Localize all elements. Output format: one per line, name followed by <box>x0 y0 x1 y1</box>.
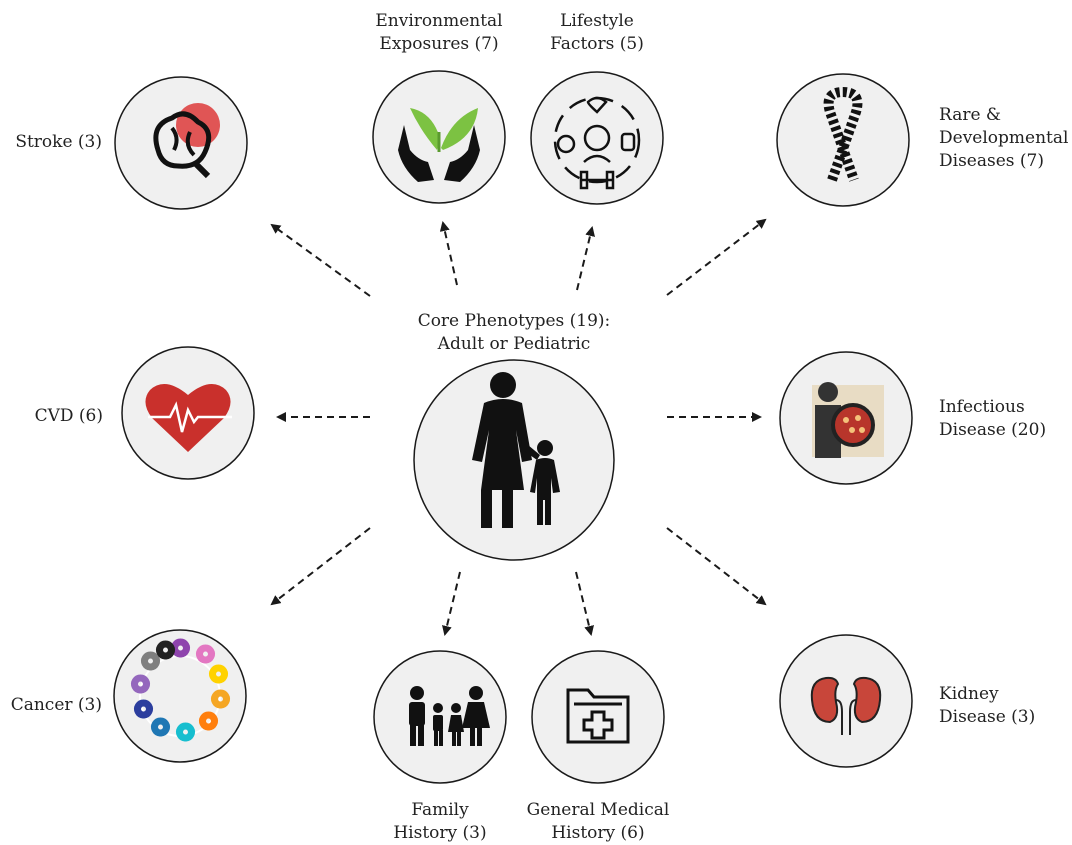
environmental-label-1: Environmental <box>375 11 503 31</box>
zebra-ribbon-icon <box>823 86 863 182</box>
medical-label-2: History (6) <box>551 823 645 843</box>
family-label: Family History (3) <box>380 799 500 845</box>
medical-label-1: General Medical <box>526 800 670 820</box>
arrow-to-kidney <box>666 527 767 606</box>
cancer-label-1: Cancer (3) <box>10 695 102 715</box>
brain-icon <box>153 103 220 179</box>
environmental-node <box>372 70 506 204</box>
cvd-node <box>121 346 255 480</box>
medical-node <box>531 650 665 784</box>
rare-node <box>776 73 910 207</box>
infectious-label-2: Disease (20) <box>939 420 1047 440</box>
kidney-label-2: Disease (3) <box>939 707 1036 727</box>
cvd-label: CVD (6) <box>0 405 103 428</box>
infectious-label: Infectious Disease (20) <box>939 396 1069 442</box>
family-node <box>373 650 507 784</box>
adult-child-icon <box>472 372 560 528</box>
heart-pulse-icon <box>145 384 232 452</box>
stroke-circle <box>114 76 248 210</box>
lifestyle-label-2: Factors (5) <box>550 34 644 54</box>
kidney-node <box>779 634 913 768</box>
stroke-label-1: Stroke (3) <box>15 132 102 152</box>
cancer-label: Cancer (3) <box>0 694 102 717</box>
kidney-label: Kidney Disease (3) <box>939 683 1069 729</box>
arrow-to-rare <box>666 218 767 296</box>
medical-circle <box>531 650 665 784</box>
ribbon-circle-icon <box>131 638 230 742</box>
core-phenotypes-node <box>413 359 615 561</box>
kidneys-icon <box>810 676 882 735</box>
lifestyle-label-1: Lifestyle <box>560 11 634 31</box>
rare-label: Rare & Developmental Diseases (7) <box>939 104 1069 173</box>
cvd-label-1: CVD (6) <box>34 406 103 426</box>
arrow-to-stroke <box>270 223 371 297</box>
arrow-to-family <box>442 571 461 636</box>
arrow-to-lifestyle <box>576 226 595 291</box>
infectious-label-1: Infectious <box>939 397 1025 417</box>
arrow-to-cancer <box>270 527 371 606</box>
environmental-label-2: Exposures (7) <box>379 34 499 54</box>
kidney-label-1: Kidney <box>939 684 999 704</box>
rare-label-3: Diseases (7) <box>939 151 1044 171</box>
core-phenotypes-label: Core Phenotypes (19): Adult or Pediatric <box>384 310 644 356</box>
arrows <box>270 218 767 636</box>
kidney-circle <box>779 634 913 768</box>
family-icon <box>409 686 490 746</box>
family-label-2: History (3) <box>393 823 487 843</box>
lifestyle-circle <box>530 71 664 205</box>
bacteria-magnifier-icon <box>812 382 884 458</box>
stroke-node <box>114 76 248 210</box>
rare-label-2: Developmental <box>939 128 1069 148</box>
medical-label: General Medical History (6) <box>518 799 678 845</box>
family-label-1: Family <box>411 800 469 820</box>
core-phenotypes-title-1: Core Phenotypes (19): <box>417 311 611 331</box>
hands-plant-icon <box>398 108 480 182</box>
arrow-to-environmental <box>439 221 458 286</box>
medical-folder-icon <box>566 688 630 744</box>
lifestyle-wheel-icon <box>553 96 641 190</box>
lifestyle-label: Lifestyle Factors (5) <box>537 10 657 56</box>
stroke-label: Stroke (3) <box>0 131 102 154</box>
infectious-node <box>779 351 913 485</box>
arrow-to-medical <box>575 571 594 636</box>
lifestyle-node <box>530 71 664 205</box>
cancer-node <box>113 629 247 763</box>
core-phenotypes-title-2: Adult or Pediatric <box>437 334 591 354</box>
rare-label-1: Rare & <box>939 105 1002 125</box>
environmental-label: Environmental Exposures (7) <box>369 10 509 56</box>
